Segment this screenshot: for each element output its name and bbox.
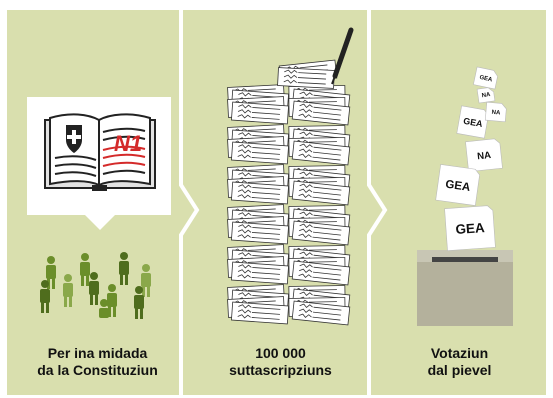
ballot-paper: GEA <box>435 164 480 206</box>
ballot-paper: GEA <box>456 105 489 139</box>
ballot-label: GEA <box>445 179 472 194</box>
caption-step-3-line1: Votaziun <box>430 345 489 361</box>
caption-step-2-line1: 100 000 <box>255 345 306 361</box>
signature-sheet <box>231 181 289 205</box>
caption-step-1: Per ina midada da la Constituziun <box>7 345 188 379</box>
signature-sheet <box>291 220 351 246</box>
ballot-paper: NA <box>476 87 496 104</box>
people-group-icon <box>40 252 151 319</box>
ballot-label: NA <box>491 110 501 117</box>
ballot-paper: NA <box>484 101 507 123</box>
pen-icon <box>331 27 354 85</box>
ballot-label: GEA <box>463 116 484 129</box>
divider-arrow-1 <box>179 10 200 395</box>
ballot-paper: NA <box>465 138 503 173</box>
signature-sheet <box>231 261 289 285</box>
caption-step-2: 100 000 suttascripziuns <box>188 345 373 379</box>
ballot-label: NA <box>477 150 492 162</box>
ballot-paper: GEA <box>473 66 498 90</box>
signature-sheet <box>277 67 335 89</box>
signature-sheet <box>231 221 289 245</box>
ballot-box-icon <box>417 250 513 326</box>
falling-ballots: GEA NA GEA NA GEA NA GEA <box>435 66 507 251</box>
divider-arrow-2 <box>367 10 388 395</box>
signature-sheet <box>291 300 351 326</box>
caption-step-1-line1: Per ina midada <box>47 345 148 361</box>
signature-sheet <box>291 260 351 286</box>
constitution-book-icon <box>27 97 171 230</box>
caption-step-3-line2: dal pievel <box>427 362 492 378</box>
signature-sheet <box>231 141 289 165</box>
caption-step-1-line2: da la Constituziun <box>37 362 158 378</box>
caption-step-2-line2: suttascripziuns <box>229 362 332 378</box>
caption-step-3: Votaziun dal pievel <box>373 345 546 379</box>
signature-stack-icon <box>227 59 351 326</box>
book-page-mark: N1 <box>114 131 142 156</box>
ballot-label: NA <box>481 92 491 99</box>
signature-sheet <box>291 100 351 126</box>
ballot-label: GEA <box>479 75 494 84</box>
ballot-paper: GEA <box>444 205 496 251</box>
signature-sheet <box>291 140 351 166</box>
signature-sheet <box>231 301 289 325</box>
signature-sheet <box>231 101 289 125</box>
ballot-label: GEA <box>455 220 485 237</box>
signature-sheet <box>291 180 351 206</box>
